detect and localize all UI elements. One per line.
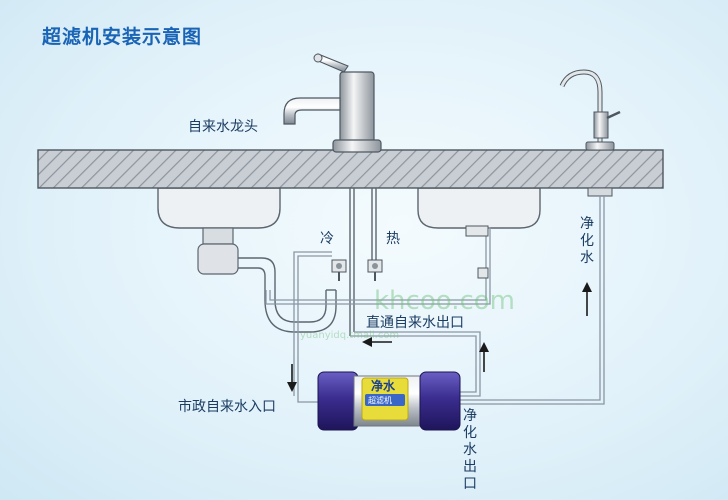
watermark-domain: khcoo.com <box>374 286 515 316</box>
right-sink-valve <box>465 225 489 279</box>
diagram-title: 超滤机安装示意图 <box>42 26 203 48</box>
drain-trap <box>197 227 337 333</box>
sink-basin-right <box>417 187 541 229</box>
filter-label-line2: 超滤机 <box>368 396 392 405</box>
countertop <box>37 149 664 189</box>
label-hot: 热 <box>386 231 400 247</box>
water-pipes <box>265 196 605 405</box>
label-pure-water: 净化水 <box>580 216 594 266</box>
faucet-feed-pipes <box>349 188 377 336</box>
label-bypass-outlet: 直通自来水出口 <box>366 315 464 331</box>
ultrafilter-unit <box>317 371 461 431</box>
arrow-bypass-up <box>479 342 489 372</box>
pure-water-faucet <box>559 69 621 151</box>
cold-angle-valve <box>331 259 347 281</box>
hot-angle-valve <box>367 259 383 281</box>
filter-label-line1: 净水 <box>371 379 396 393</box>
label-cold: 冷 <box>320 231 334 247</box>
label-pure-outlet: 净化水出口 <box>463 408 477 492</box>
label-faucet: 自来水龙头 <box>188 119 258 135</box>
label-city-inlet: 市政自来水入口 <box>178 399 276 415</box>
main-faucet <box>283 53 382 153</box>
arrow-bypass-left <box>362 337 392 347</box>
sink-basin-left <box>157 187 281 229</box>
pure-faucet-mount <box>587 187 613 197</box>
watermark-sub: yuanyidq.tmall.com <box>300 330 400 341</box>
arrow-pure-up <box>582 282 592 316</box>
arrow-city-inlet-down <box>287 364 297 392</box>
